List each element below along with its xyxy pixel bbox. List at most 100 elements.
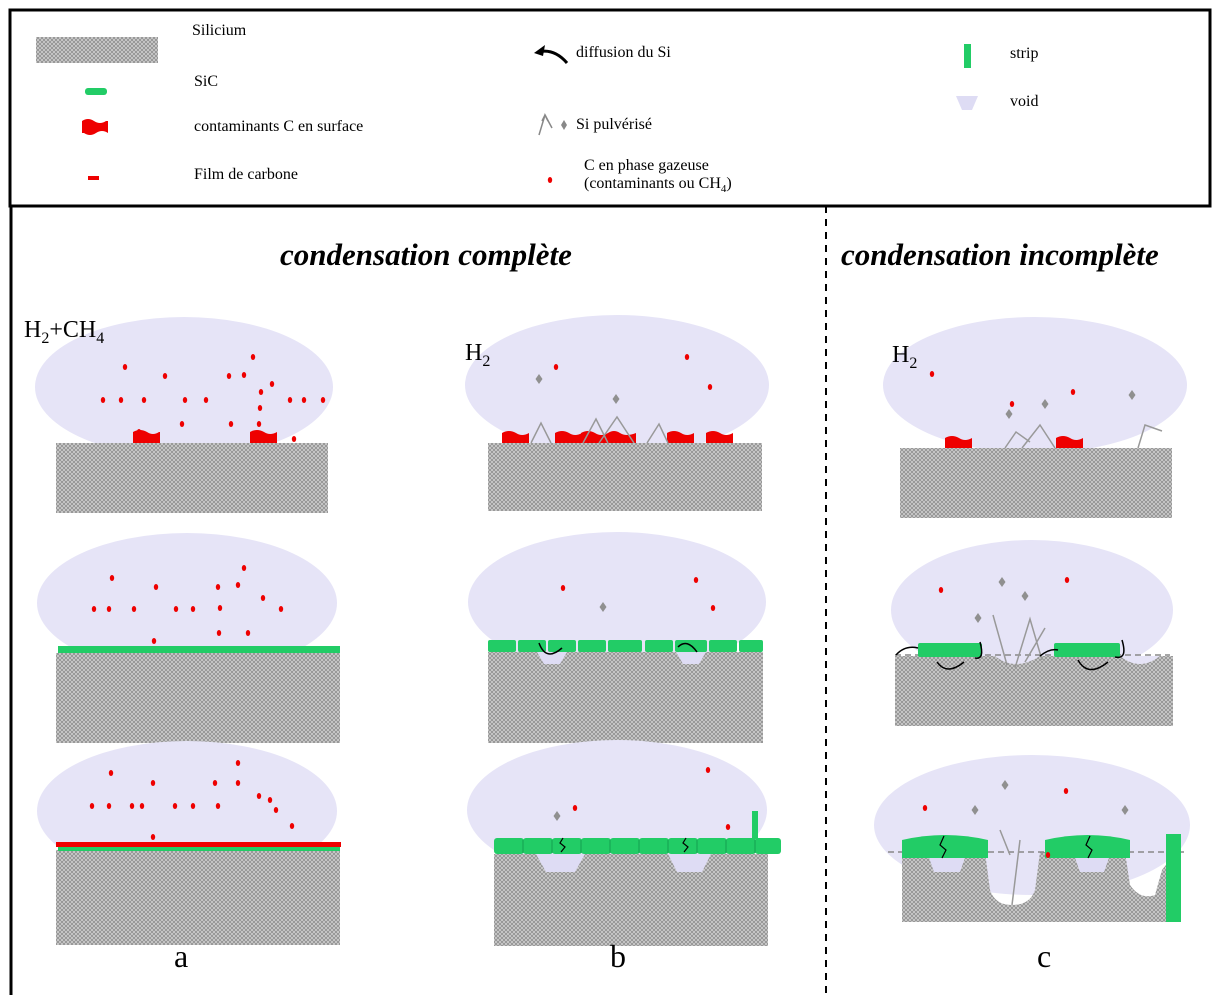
gas-carbon-dot [257,405,263,411]
gas-carbon-dot [1009,401,1015,407]
plasma-c1 [883,317,1187,453]
gas-carbon-dot [929,371,935,377]
sic-islands-b2 [488,640,763,652]
gas-carbon-dot [320,397,326,403]
gas-carbon-dot [287,397,293,403]
gas-carbon-dot [684,354,690,360]
gas-label-b: H2 [465,340,490,371]
gas-b-sub: 2 [482,352,491,370]
gas-carbon-dot [122,364,128,370]
gas-carbon-dot [173,606,179,612]
gas-carbon-dot [235,582,241,588]
sic-island-edges-b3 [522,840,756,853]
legend-gas-carbon-line2: (contaminants ou CH4) [584,175,732,198]
gas-carbon-dot [256,421,262,427]
gas-label-c: H2 [892,342,917,373]
legend-gas-carbon-line2-sub: 4 [720,183,727,196]
particles-layer [89,354,1136,858]
sputtered-si-particle [553,811,561,821]
gas-carbon-dot [938,587,944,593]
column-label-a: a [174,938,189,974]
gas-carbon-dot [235,780,241,786]
gas-carbon-dot [226,373,232,379]
title-incomplete: condensation incomplète [841,237,1159,272]
legend-void-swatch [956,96,978,110]
gas-carbon-dot [150,834,156,840]
gas-carbon-dot [172,803,178,809]
gas-carbon-dot [235,760,241,766]
sputtered-si-particle [1121,805,1129,815]
gas-carbon-dot [109,575,115,581]
gas-carbon-dot [241,565,247,571]
gas-carbon-dot [216,630,222,636]
legend-sputter-label: Si pulvérisé [576,116,652,133]
gas-carbon-dot [118,397,124,403]
sic-island-c2-2 [1054,643,1120,657]
gas-carbon-dot [203,397,209,403]
gas-carbon-dot [217,605,223,611]
substrate-c3 [902,852,1176,922]
legend-frame [8,8,1212,208]
legend-gas-carbon-label: C en phase gazeuse (contaminants ou CH4) [584,157,732,198]
diffusion-arrows-c2 [895,639,1125,671]
gas-carbon-dot [89,803,95,809]
sic-layer-a2 [58,646,340,653]
gas-carbon-dot [705,767,711,773]
gas-a-sub1: 2 [41,329,50,347]
substrate-a3 [56,850,340,945]
gas-carbon-dot [136,429,142,435]
gas-carbon-dot [212,780,218,786]
gas-carbon-dot [693,577,699,583]
substrate-c1 [900,448,1172,518]
gas-carbon-dot [150,780,156,786]
substrate-a1 [56,443,328,513]
sputtered-si-particle [1041,399,1049,409]
legend-sputter-icon [538,113,567,136]
void-b2 [537,652,706,664]
legend-contaminant-swatch [82,119,108,135]
legend-strip-swatch [964,44,971,68]
gas-carbon-dot [162,373,168,379]
substrate-a2 [56,653,340,743]
legend-carbon-film-label: Film de carbone [194,166,298,183]
carbon-film-a3 [56,842,341,847]
gas-label-a: H2+CH4 [24,317,104,348]
gas-carbon-dot [153,584,159,590]
gas-carbon-dot [100,397,106,403]
sic-layer-a3 [58,846,340,851]
substrate-b1 [488,443,762,511]
gas-carbon-dot [1045,852,1051,858]
gas-c-sub: 2 [909,354,918,372]
substrate-b3 [494,854,768,946]
gas-carbon-dot [260,595,266,601]
substrate-b2 [488,652,763,743]
legend-silicium-swatch [36,37,158,63]
legend-void-label: void [1010,93,1039,110]
gas-carbon-dot [273,807,279,813]
gas-carbon-dot [228,421,234,427]
diffusion-arrows-b2 [538,642,698,655]
column-label-c: c [1037,938,1052,974]
legend-gas-carbon-line1: C en phase gazeuse [584,157,709,174]
sputtered-si-particle [1005,409,1013,419]
gas-carbon-dot [289,823,295,829]
legend-contaminants-label: contaminants C en surface [194,118,364,135]
gas-carbon-dot [182,397,188,403]
legend-diffusion-arrow-icon [534,45,569,65]
strip-c3 [1166,834,1181,922]
cracks-b3 [559,837,689,853]
gas-carbon-dot [572,805,578,811]
gas-carbon-dot [1063,788,1069,794]
gas-carbon-dot [278,606,284,612]
gas-carbon-dot [91,606,97,612]
strip-b3 [752,811,758,839]
sputtered-si-particle [998,577,1006,587]
sputtered-si-particle [535,374,543,384]
surface-contaminant-a1-2 [250,430,277,443]
sputtered-si-particle [599,602,607,612]
gas-carbon-dot [179,421,185,427]
gas-carbon-dot [245,630,251,636]
gas-carbon-dot [139,803,145,809]
cracks-c3 [939,835,1093,859]
